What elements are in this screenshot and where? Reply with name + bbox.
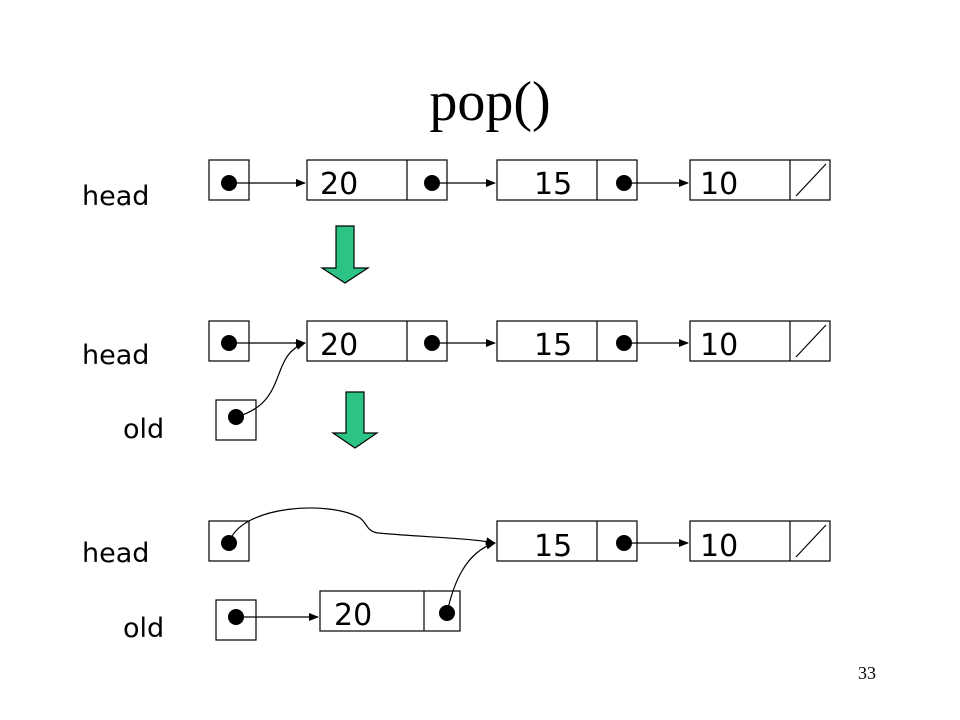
node-value: 15	[534, 328, 572, 363]
node-10: 10	[689, 520, 831, 564]
head-link-arrow	[228, 507, 496, 546]
null-pointer-slash	[795, 163, 827, 197]
page-number: 33	[858, 663, 876, 683]
step-1: head 20 15 10	[82, 159, 831, 212]
node-value: 15	[534, 529, 572, 564]
node-value: 20	[334, 598, 372, 633]
node-value: 10	[700, 328, 738, 363]
next-link-arrow	[446, 541, 496, 614]
step-3: head old 20 15 10	[82, 507, 831, 644]
old-pointer-box	[215, 399, 257, 441]
old-link-arrow	[235, 342, 306, 418]
node-value: 10	[700, 529, 738, 564]
old-node-20: 20	[319, 590, 461, 633]
null-pointer-slash	[795, 324, 827, 358]
head-label: head	[82, 538, 149, 569]
node-10: 10	[689, 320, 831, 363]
head-pointer-box	[208, 159, 250, 201]
node-20: 20	[306, 320, 448, 363]
node-15: 15	[496, 520, 638, 564]
step-2: head old 20 15 10	[82, 320, 831, 445]
old-label: old	[123, 414, 164, 445]
head-pointer-box	[208, 520, 250, 562]
node-value: 15	[534, 167, 572, 202]
node-10: 10	[689, 159, 831, 202]
old-label: old	[123, 613, 164, 644]
head-label: head	[82, 340, 149, 371]
node-15: 15	[496, 159, 638, 202]
head-pointer-box	[208, 320, 250, 362]
slide-title: pop()	[429, 71, 550, 133]
node-value: 10	[700, 167, 738, 202]
null-pointer-slash	[795, 524, 827, 558]
node-value: 20	[320, 328, 358, 363]
old-pointer-box	[215, 599, 257, 641]
node-20: 20	[306, 159, 448, 202]
node-15: 15	[496, 320, 638, 363]
node-value: 20	[320, 167, 358, 202]
head-label: head	[82, 181, 149, 212]
step-arrow-down-icon	[331, 391, 379, 449]
step-arrow-down-icon	[319, 225, 371, 284]
